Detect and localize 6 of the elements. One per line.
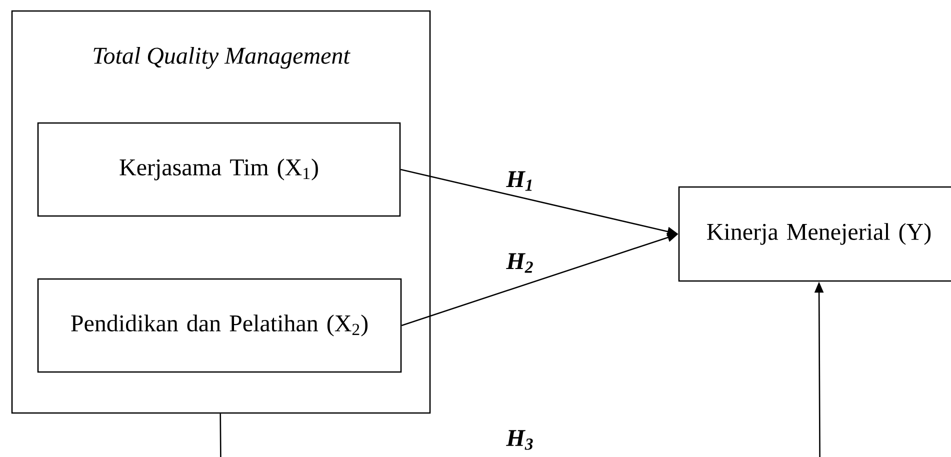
variable-box: Pendidikan dan Pelatihan (X$_{2}$) <box>37 278 402 373</box>
variable-box: Kinerja Menejerial (Y) <box>678 186 951 282</box>
edge-label: H$_{2}$ <box>505 252 535 274</box>
edge-label: H$_{3}$ <box>505 429 535 451</box>
variable-box: Kerjasama Tim (X$_{1}$) <box>37 122 401 217</box>
edge-label: H$_{1}$ <box>505 170 535 192</box>
